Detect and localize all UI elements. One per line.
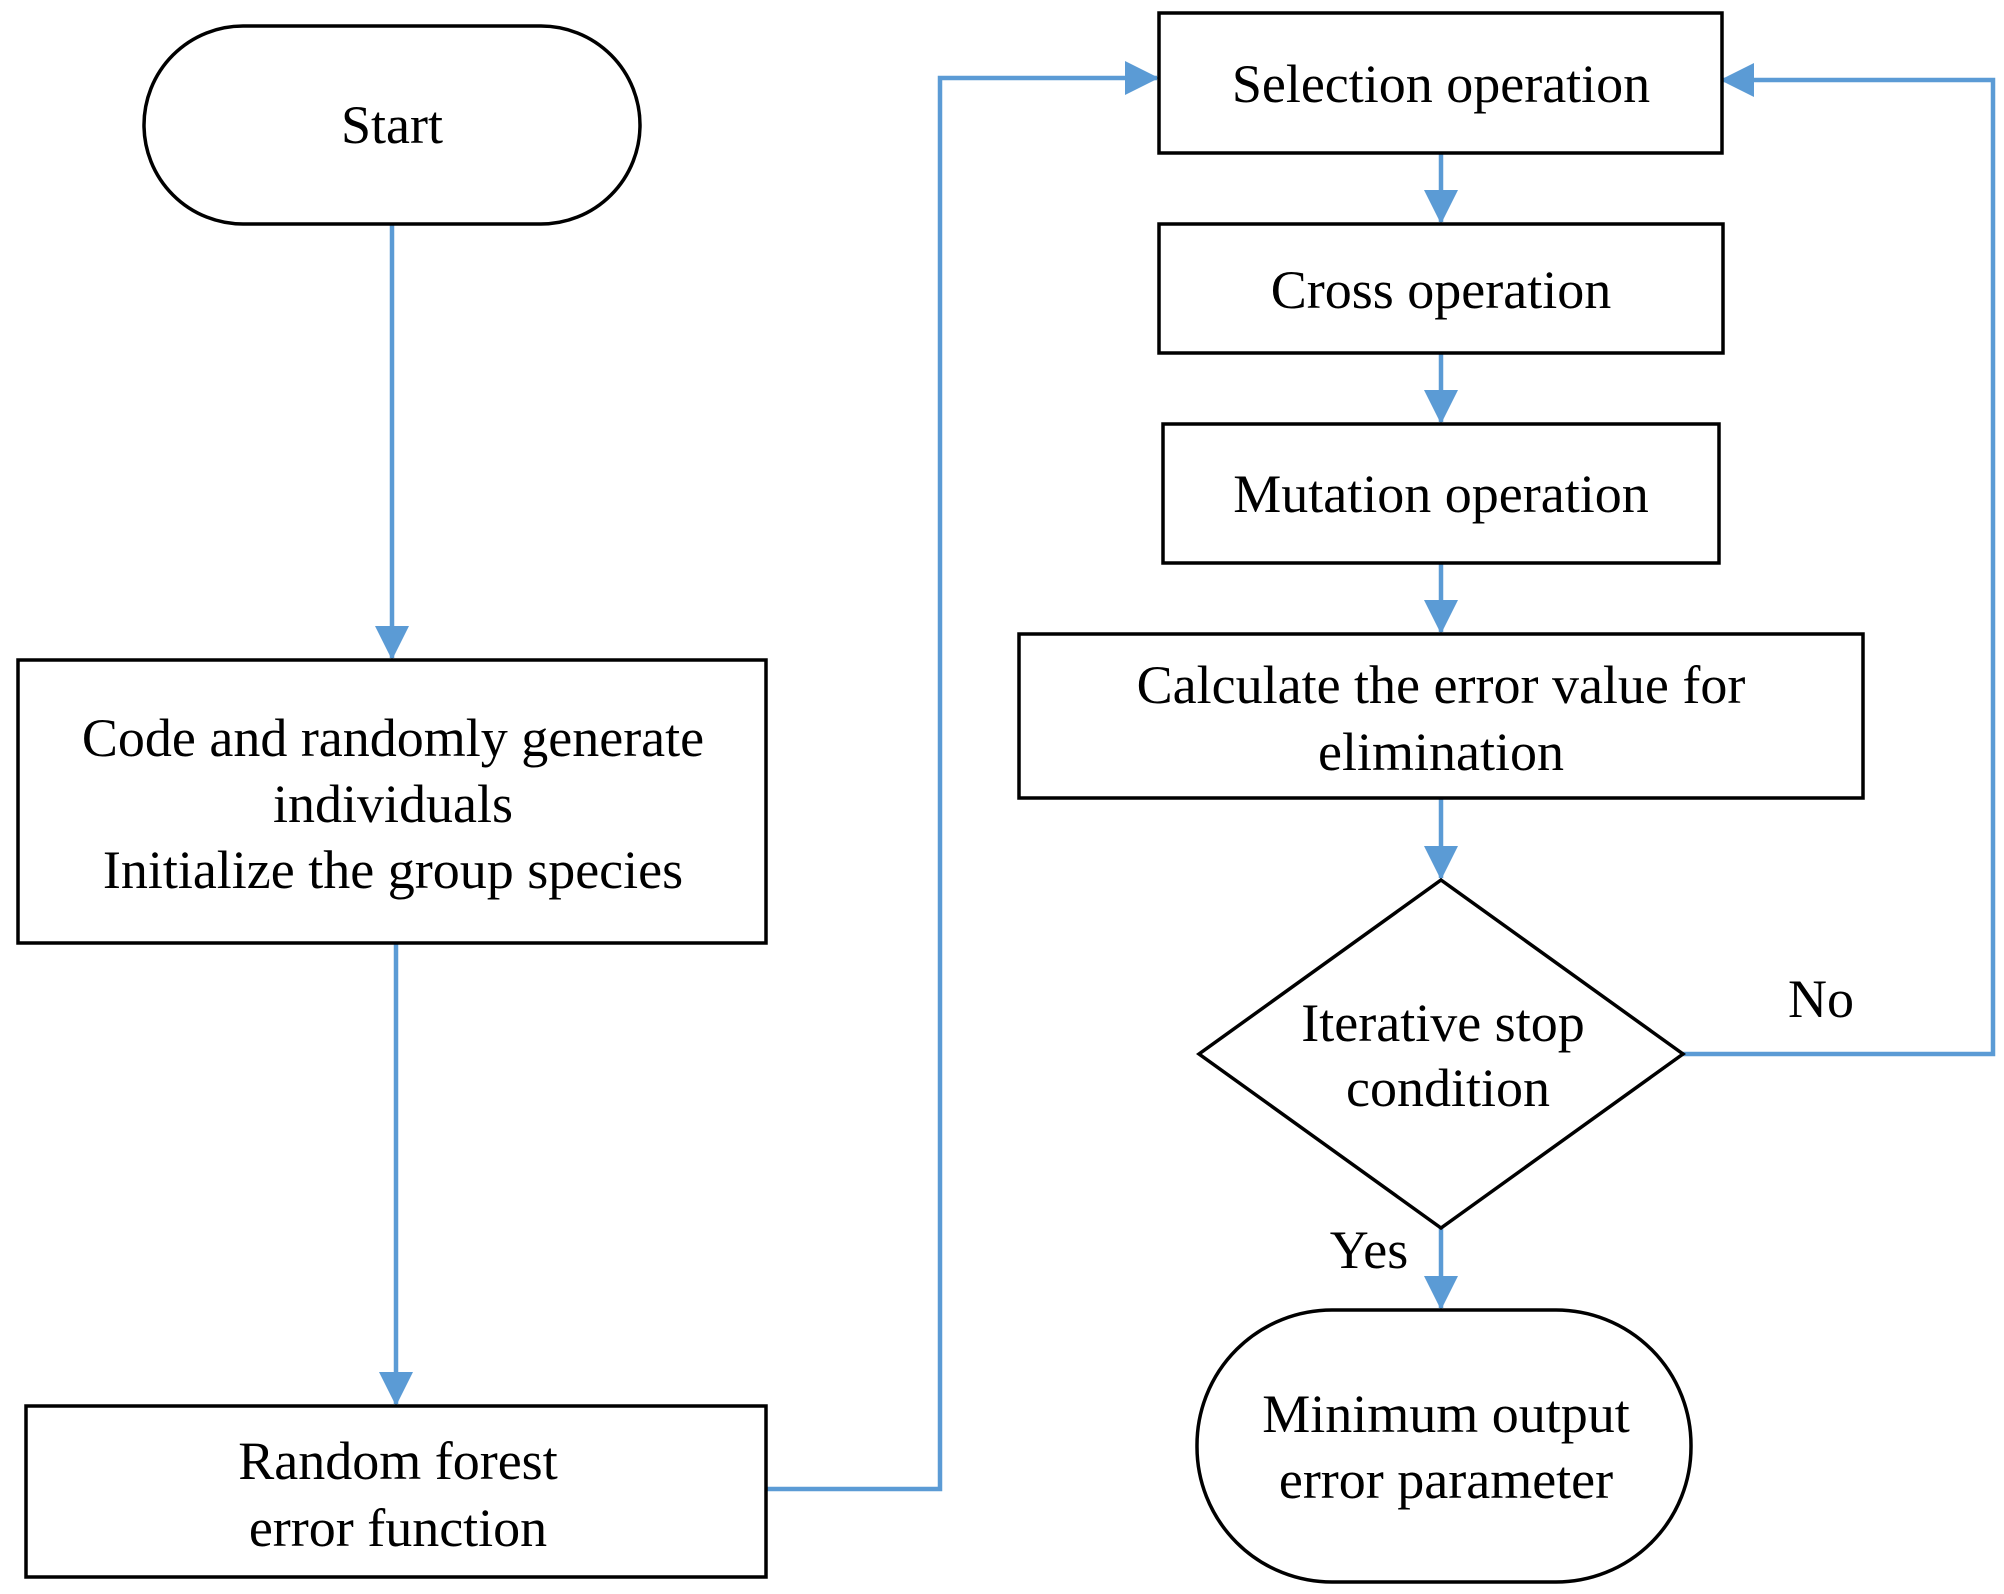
yes-branch-label: Yes bbox=[1330, 1220, 1409, 1280]
cross-node: Cross operation bbox=[1157, 222, 1725, 355]
no-branch-label: No bbox=[1788, 969, 1854, 1029]
init-process-box bbox=[16, 658, 768, 945]
calculate-label-line-2: elimination bbox=[1318, 722, 1564, 782]
edge-decision-no-loop bbox=[1683, 63, 1996, 1057]
end-label-line-1: Minimum output bbox=[1262, 1384, 1630, 1444]
random-forest-process-box bbox=[24, 1404, 768, 1579]
connectors bbox=[375, 61, 1996, 1492]
init-label-line-3: Initialize the group species bbox=[103, 840, 683, 900]
cross-process-box bbox=[1157, 222, 1725, 355]
mutation-label: Mutation operation bbox=[1233, 464, 1648, 524]
mutation-node: Mutation operation bbox=[1161, 422, 1721, 565]
decision-diamond-shape bbox=[1196, 877, 1686, 1231]
decision-label-line-1: Iterative stop bbox=[1301, 993, 1584, 1053]
cross-label: Cross operation bbox=[1271, 260, 1611, 320]
decision-label-line-2: condition bbox=[1346, 1058, 1550, 1118]
selection-process-box bbox=[1157, 11, 1724, 155]
calculate-process-box bbox=[1017, 632, 1865, 800]
random-forest-label-line-2: error function bbox=[249, 1498, 547, 1558]
selection-node: Selection operation bbox=[1157, 11, 1724, 155]
random-forest-label-line-1: Random forest bbox=[238, 1431, 557, 1491]
edge-random-forest-to-selection bbox=[766, 61, 1159, 1492]
selection-label: Selection operation bbox=[1232, 54, 1650, 114]
start-node: Start bbox=[142, 24, 642, 226]
init-label-line-2: individuals bbox=[273, 774, 513, 834]
random-forest-node: Random forest error function bbox=[24, 1404, 768, 1579]
init-node: Code and randomly generate individuals I… bbox=[16, 658, 768, 945]
mutation-process-box bbox=[1161, 422, 1721, 565]
end-node: Minimum output error parameter bbox=[1195, 1308, 1693, 1584]
start-terminator-shape bbox=[142, 24, 642, 226]
init-label-line-1: Code and randomly generate bbox=[82, 708, 704, 768]
end-terminator-shape bbox=[1195, 1308, 1693, 1584]
decision-node: Iterative stop condition bbox=[1196, 877, 1686, 1231]
calculate-node: Calculate the error value for eliminatio… bbox=[1017, 632, 1865, 800]
start-label: Start bbox=[341, 95, 443, 155]
end-label-line-2: error parameter bbox=[1279, 1450, 1613, 1510]
calculate-label-line-1: Calculate the error value for bbox=[1137, 655, 1746, 715]
